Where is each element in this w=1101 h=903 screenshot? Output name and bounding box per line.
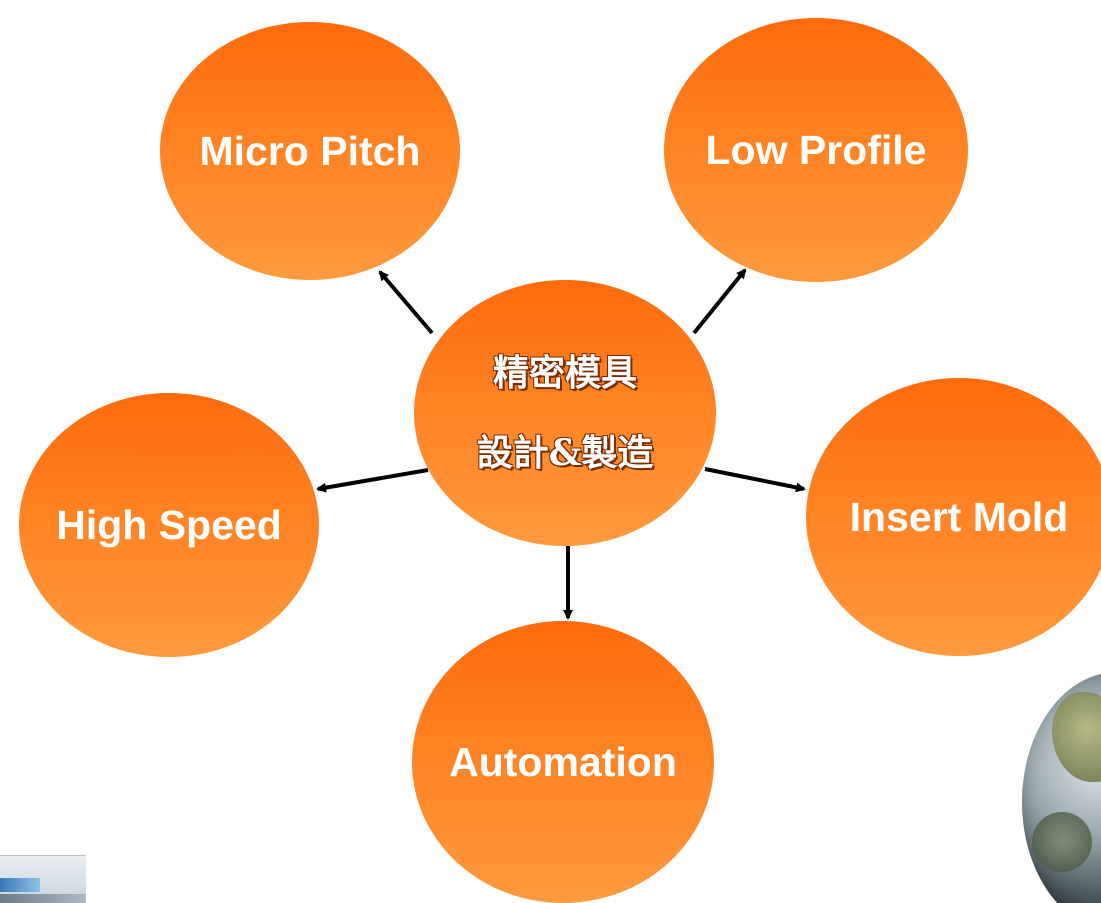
arrow-to-micro-pitch	[378, 270, 434, 335]
globe-landmass	[1032, 812, 1092, 872]
node-high-speed: High Speed	[19, 393, 319, 657]
node-micro-pitch-label: Micro Pitch	[199, 127, 421, 174]
laptop-icon	[0, 855, 86, 903]
center-label-line1: 精密模具	[492, 352, 637, 394]
node-center: 精密模具 設計&製造	[414, 280, 716, 546]
arrow-to-high-speed	[316, 468, 429, 493]
laptop-screen	[0, 878, 40, 892]
node-high-speed-label: High Speed	[56, 501, 282, 548]
node-low-profile: Low Profile	[664, 18, 968, 282]
node-automation: Automation	[412, 621, 714, 903]
node-micro-pitch: Micro Pitch	[160, 22, 460, 280]
globe-landmass	[1052, 692, 1101, 782]
arrow-to-insert-mold	[704, 467, 806, 493]
node-insert-mold-label: Insert Mold	[849, 493, 1069, 540]
arrow-to-low-profile	[692, 268, 747, 335]
node-insert-mold: Insert Mold	[806, 378, 1101, 656]
node-low-profile-label: Low Profile	[705, 126, 927, 173]
center-label-line2: 設計&製造	[476, 432, 654, 474]
node-automation-label: Automation	[449, 738, 677, 785]
laptop-base	[0, 894, 86, 903]
